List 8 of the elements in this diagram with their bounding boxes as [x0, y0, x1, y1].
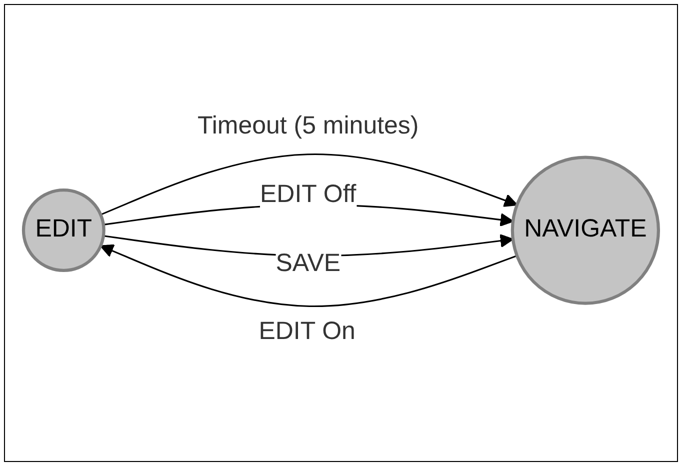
node-circle: EDIT [22, 189, 106, 272]
node-circle: NAVIGATE [510, 156, 660, 306]
edge-label: Timeout (5 minutes) [198, 114, 419, 140]
edge-label: SAVE [276, 251, 341, 278]
edge-label: EDIT Off [260, 182, 356, 209]
edge-label: EDIT On [258, 319, 356, 346]
arrow [100, 154, 518, 216]
arrow [100, 244, 518, 308]
